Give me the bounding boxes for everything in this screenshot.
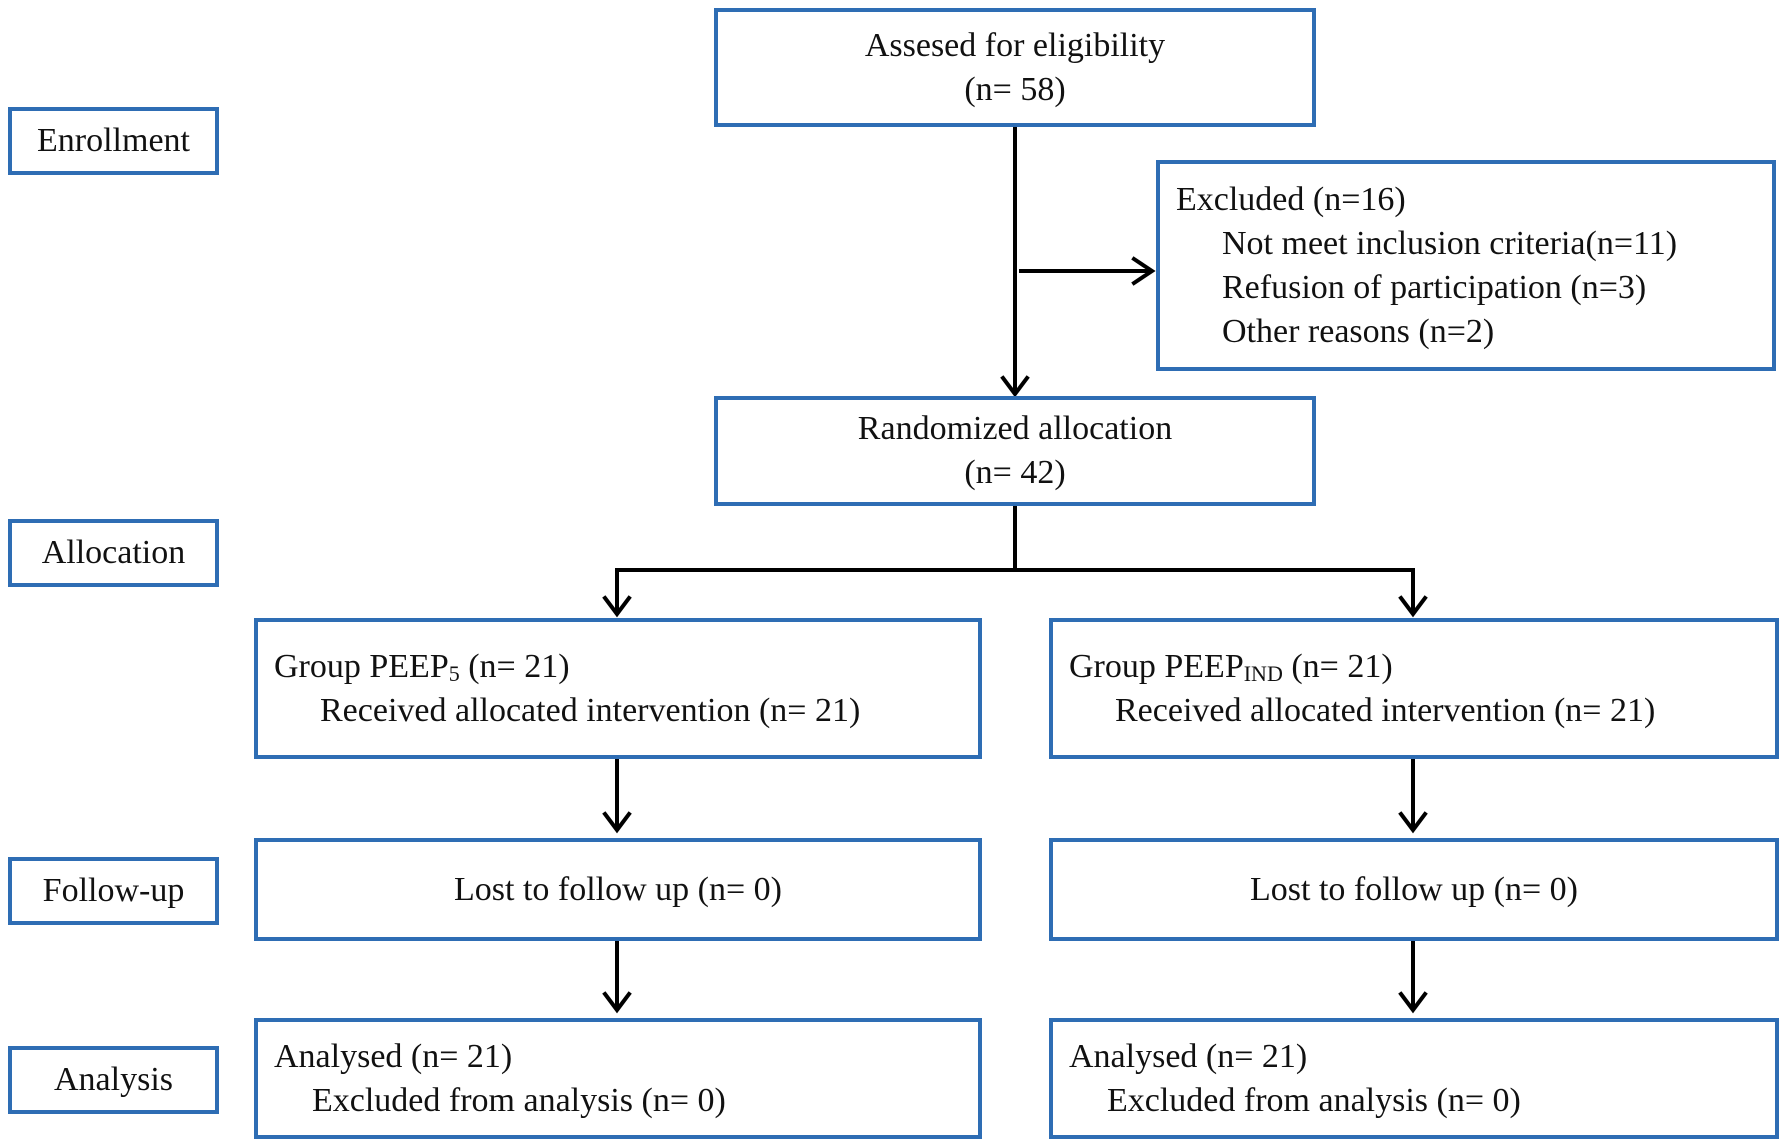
stage-analysis: Analysis [8, 1046, 219, 1114]
excluded-box: Excluded (n=16) Not meet inclusion crite… [1156, 160, 1776, 371]
arrowhead-left-analysis [602, 991, 632, 1014]
stage-enrollment: Enrollment [8, 107, 219, 175]
group-left-box: Group PEEP5 (n= 21) Received allocated i… [254, 618, 982, 759]
assessed-title: Assesed for eligibility [864, 26, 1166, 64]
followup-left-box: Lost to follow up (n= 0) [254, 838, 982, 941]
arrowhead-right-group [1398, 595, 1428, 618]
followup-right-box: Lost to follow up (n= 0) [1049, 838, 1779, 941]
analysis-left-excluded: Excluded from analysis (n= 0) [312, 1081, 726, 1119]
arrowhead-left-followup [602, 811, 632, 834]
group-right-box: Group PEEPIND (n= 21) Received allocated… [1049, 618, 1779, 759]
arrowhead-excluded [1131, 256, 1156, 286]
excluded-reason: Refusion of participation (n=3) [1222, 268, 1647, 306]
analysis-right-excluded: Excluded from analysis (n= 0) [1107, 1081, 1521, 1119]
assessed-count: (n= 58) [964, 70, 1066, 108]
arrowhead-right-followup [1398, 811, 1428, 834]
group-right-received: Received allocated intervention (n= 21) [1115, 691, 1656, 729]
group-right-name: Group PEEPIND (n= 21) [1069, 647, 1393, 686]
stage-allocation: Allocation [8, 519, 219, 587]
randomized-title: Randomized allocation [857, 410, 1173, 447]
group-left-name: Group PEEP5 (n= 21) [274, 647, 570, 686]
followup-right-lost: Lost to follow up (n= 0) [1250, 870, 1578, 908]
analysis-right-analysed: Analysed (n= 21) [1069, 1037, 1308, 1075]
group-left-received: Received allocated intervention (n= 21) [320, 691, 861, 729]
stage-allocation-label: Allocation [41, 534, 186, 571]
analysis-left-analysed: Analysed (n= 21) [274, 1037, 513, 1075]
stage-followup-label: Follow-up [42, 872, 185, 909]
excluded-reason: Not meet inclusion criteria(n=11) [1222, 224, 1678, 262]
randomized-count: (n= 42) [964, 454, 1066, 491]
stage-enrollment-label: Enrollment [37, 122, 190, 159]
analysis-left-box: Analysed (n= 21) Excluded from analysis … [254, 1018, 982, 1139]
assessed-box: Assesed for eligibility (n= 58) [714, 8, 1316, 127]
analysis-right-box: Analysed (n= 21) Excluded from analysis … [1049, 1018, 1779, 1139]
arrowhead-randomized [1000, 375, 1030, 398]
excluded-reason: Other reasons (n=2) [1222, 312, 1495, 350]
stage-followup: Follow-up [8, 857, 219, 925]
excluded-title: Excluded (n=16) [1176, 180, 1406, 218]
followup-left-lost: Lost to follow up (n= 0) [454, 870, 782, 908]
arrowhead-right-analysis [1398, 991, 1428, 1014]
stage-analysis-label: Analysis [54, 1061, 173, 1098]
arrowhead-left-group [602, 595, 632, 618]
randomized-box: Randomized allocation (n= 42) [714, 396, 1316, 506]
